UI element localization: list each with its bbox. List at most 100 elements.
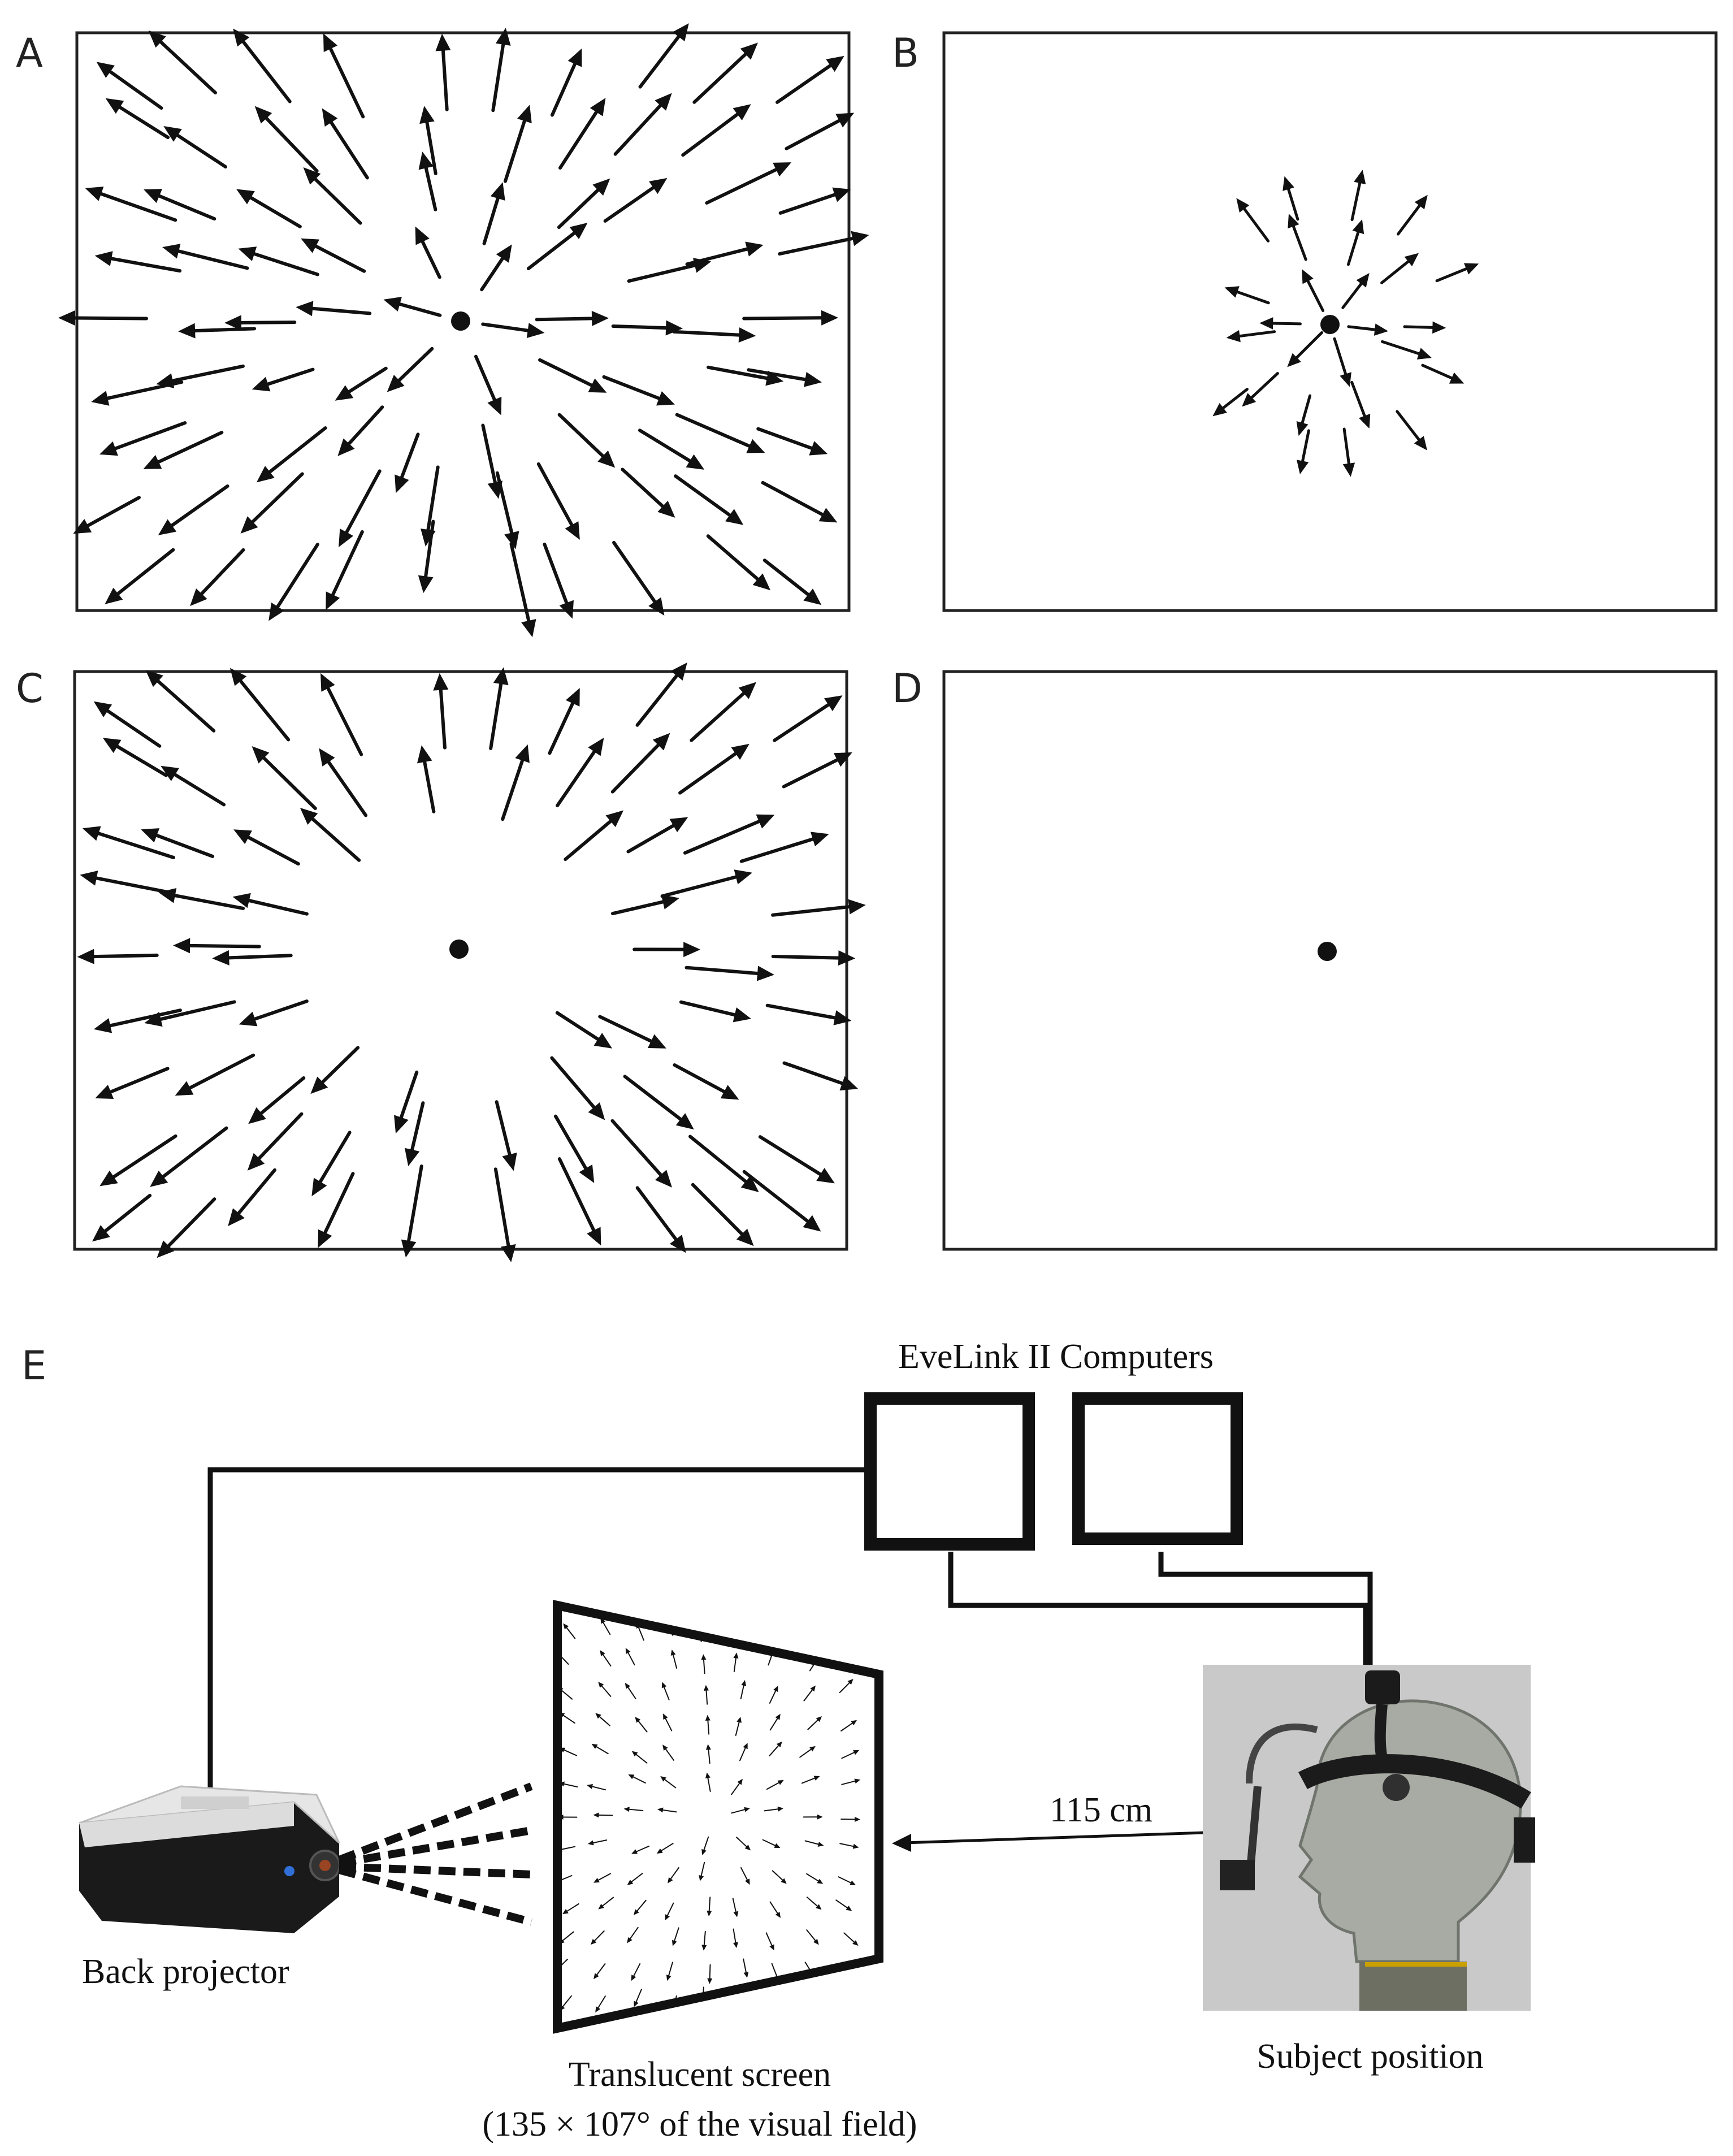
flow-arrow <box>1421 363 1465 384</box>
flow-arrow <box>173 938 261 954</box>
flow-arrow <box>632 942 701 958</box>
screen-flow-arrow <box>844 1616 856 1633</box>
flow-arrow <box>1380 253 1419 284</box>
screen-flow-arrow <box>765 1932 774 1951</box>
screen-flow-arrow <box>841 1750 860 1759</box>
flow-arrow <box>228 1168 277 1227</box>
flow-arrow <box>233 28 292 103</box>
flow-arrow <box>1396 194 1428 236</box>
screen-flow-arrow <box>803 1685 816 1702</box>
screen-flow-arrow <box>769 1901 781 1918</box>
flow-arrow <box>1236 198 1270 243</box>
screen-flow-arrow <box>840 1817 861 1822</box>
flow-arrow <box>482 182 505 245</box>
flow-arrow <box>626 817 688 854</box>
flow-arrow <box>322 108 369 180</box>
flow-arrow <box>771 950 856 966</box>
screen-flow-arrow <box>732 1898 739 1917</box>
screen-flow-arrow <box>563 1623 576 1639</box>
screen-flow-arrow <box>557 1815 578 1820</box>
flow-arrow <box>1333 337 1351 387</box>
computer1-to-headset-cable <box>948 1552 1368 1673</box>
screen-flow-arrow <box>671 1927 679 1946</box>
flow-arrow <box>674 474 744 525</box>
flow-arrow <box>238 246 319 276</box>
screen-flow-arrow <box>840 1720 857 1731</box>
flow-arrow <box>610 733 670 794</box>
flow-arrow <box>1259 317 1302 330</box>
screen-flow-arrow <box>595 1995 606 2013</box>
flow-arrow <box>178 323 257 339</box>
screen-flow-arrow <box>557 1959 568 1973</box>
flow-arrow <box>323 33 365 119</box>
flow-arrow <box>675 413 765 453</box>
flow-arrow <box>612 540 665 616</box>
flow-arrow <box>778 187 851 215</box>
computers-label: EveLink II Computers <box>898 1337 1214 1376</box>
subject-label: Subject position <box>1257 2037 1483 2076</box>
flow-arrow <box>564 810 624 861</box>
flow-arrow <box>256 426 327 483</box>
screen-flow-arrow <box>627 1926 639 1943</box>
panel-c-flow-field <box>77 662 866 1262</box>
flow-arrow <box>683 814 775 855</box>
screen-flow-arrow <box>733 1928 738 1949</box>
screen-flow-arrow <box>807 1716 822 1730</box>
flow-arrow <box>320 673 363 756</box>
screen-flow-arrow <box>662 1744 674 1761</box>
flow-arrow <box>635 1186 686 1253</box>
flow-arrow <box>548 688 580 755</box>
flow-arrow <box>678 743 749 795</box>
flow-arrow <box>705 162 792 205</box>
flow-arrow <box>690 682 757 742</box>
flow-arrow <box>141 828 215 858</box>
screen-flow-arrow <box>593 1873 611 1883</box>
screen-flow-arrow <box>628 1774 646 1784</box>
screen-flow-arrow <box>600 1650 612 1667</box>
flow-arrow <box>558 98 606 170</box>
flow-arrow <box>1396 410 1427 451</box>
flow-arrow <box>158 887 245 910</box>
screen-flow-arrow <box>733 1652 739 1673</box>
flow-arrow <box>93 701 162 748</box>
flow-arrow <box>692 42 758 104</box>
screen-flow-arrow <box>701 1836 709 1855</box>
flow-arrow <box>553 1114 595 1183</box>
flow-arrow <box>95 1067 170 1099</box>
flow-arrow <box>301 238 366 273</box>
flow-arrow <box>418 151 437 211</box>
flow-arrow <box>747 368 822 387</box>
flow-arrow <box>105 548 175 604</box>
flow-arrow <box>623 1075 694 1130</box>
monitor-icon <box>864 1392 1035 1551</box>
flow-arrow <box>673 1063 739 1100</box>
flow-arrow <box>248 1076 306 1124</box>
screen-flow-arrow <box>557 1875 573 1884</box>
screen-flow-arrow <box>627 1873 643 1885</box>
panel-b-letter: B <box>892 30 919 76</box>
flow-arrow <box>296 301 372 317</box>
flow-arrow <box>94 251 182 273</box>
projector-to-computer-cable <box>207 1467 865 1792</box>
screen-flow-arrow <box>559 1995 572 2011</box>
flow-arrow <box>303 167 362 225</box>
screen-flow-arrow <box>557 1650 569 1665</box>
screen-flow-arrow <box>705 1772 711 1792</box>
flow-arrow <box>756 427 828 456</box>
flow-arrow <box>318 1172 355 1248</box>
subject-photo <box>1203 1665 1535 2011</box>
flow-arrow <box>93 1008 182 1033</box>
screen-flow-arrow <box>699 1861 705 1881</box>
flow-arrow <box>610 894 679 916</box>
flow-arrow <box>691 1183 754 1246</box>
flow-arrow <box>190 548 245 607</box>
flow-arrow <box>252 367 315 392</box>
screen-flow-arrow <box>631 1751 648 1764</box>
screen-flow-arrow <box>633 1899 647 1915</box>
flow-arrow <box>526 223 588 271</box>
flow-arrow <box>1350 380 1371 429</box>
panel-e-letter: E <box>21 1343 46 1389</box>
flow-arrow <box>782 1061 859 1091</box>
flow-arrow <box>550 1056 605 1120</box>
flow-arrow <box>765 1003 852 1025</box>
